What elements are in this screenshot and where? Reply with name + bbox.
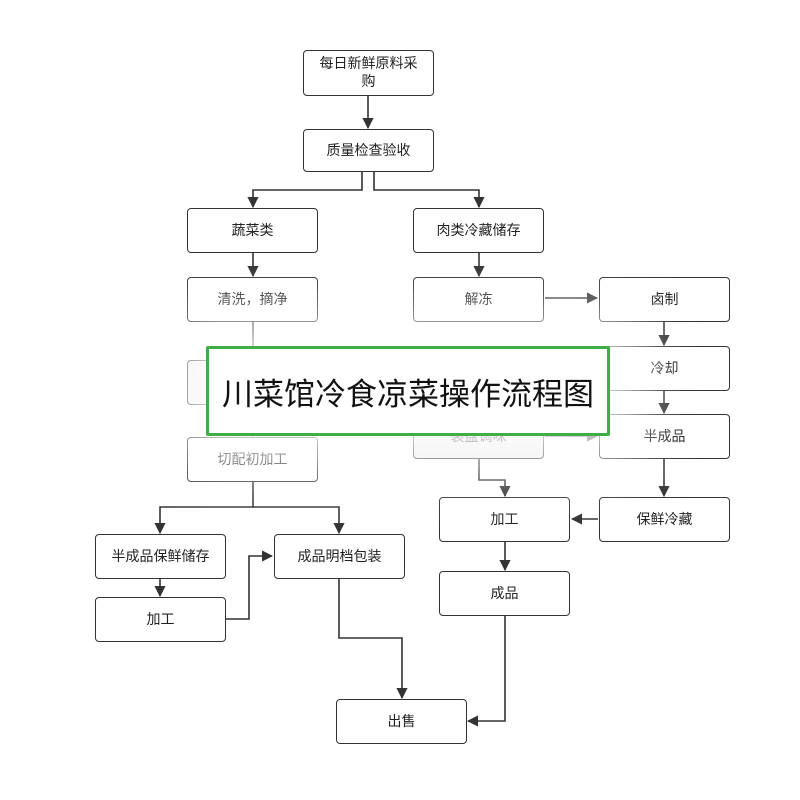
node-process-left: 加工 [95,597,226,642]
node-sale: 出售 [336,699,467,744]
node-finished-pack: 成品明档包装 [274,534,405,579]
node-vegetables: 蔬菜类 [187,208,318,253]
node-semi-storage: 半成品保鲜储存 [95,534,226,579]
edge-quality-meat [373,172,485,209]
node-wash: 清洗，摘净 [187,277,318,322]
node-semi-product-right: 半成品 [599,414,730,459]
node-process-right: 加工 [439,497,570,542]
node-cool: 冷却 [599,346,730,391]
edge-processleft-pack [226,550,274,620]
edge-pack-sale [338,579,408,700]
node-fresh-storage: 保鲜冷藏 [599,497,730,542]
node-braise: 卤制 [599,277,730,322]
page-title: 川菜馆冷食凉菜操作流程图 [222,376,594,413]
edge-finished-sale [466,616,506,727]
edge-quality-vegetables [247,172,363,209]
node-meat-storage: 肉类冷藏储存 [413,208,544,253]
node-thaw: 解冻 [413,277,544,322]
edge-plate-process [478,459,511,498]
node-finished-right: 成品 [439,571,570,616]
title-banner: 川菜馆冷食凉菜操作流程图 [206,346,610,436]
edge-cut-semistorage [154,482,254,535]
node-purchase: 每日新鲜原料采购 [303,50,434,96]
node-quality-check: 质量检查验收 [303,129,434,172]
edge-cut-pack [253,506,345,535]
node-cut-prep: 切配初加工 [187,437,318,482]
